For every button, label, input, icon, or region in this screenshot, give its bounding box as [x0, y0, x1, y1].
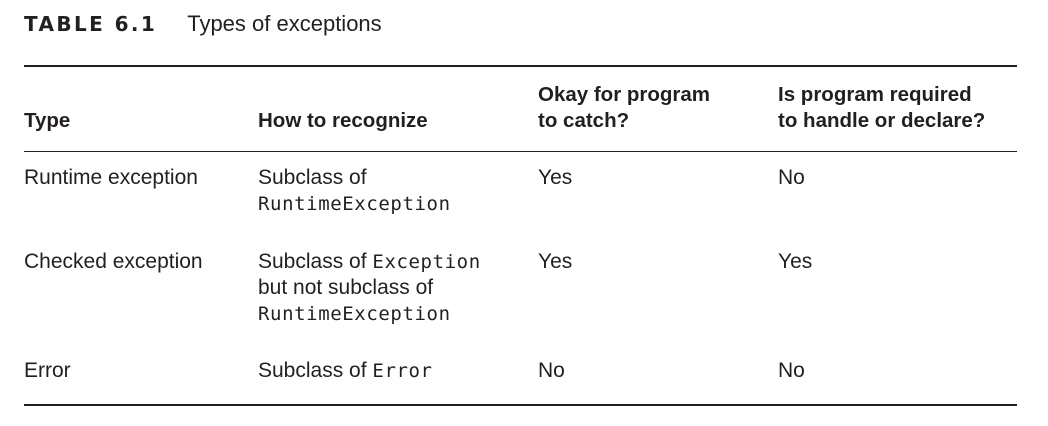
table-bottom-rule — [24, 404, 1017, 406]
table-title: Types of exceptions — [187, 11, 382, 36]
row-checked-recognize-text: Subclass of — [258, 250, 373, 273]
row-runtime-recognize-code: RuntimeException — [258, 193, 451, 215]
row-runtime-type: Runtime exception — [24, 166, 198, 189]
row-runtime-catch: Yes — [538, 166, 573, 189]
header-okay-to-catch-line2: to catch? — [538, 109, 630, 132]
header-required-line1: Is program required — [778, 83, 972, 106]
row-runtime-recognize-line1: Subclass of — [258, 166, 367, 189]
header-okay-to-catch-line1: Okay for program — [538, 83, 711, 106]
row-error-recognize-text: Subclass of — [258, 359, 373, 382]
table-number: TABLE 6.1 — [24, 12, 158, 36]
header-how-to-recognize: How to recognize — [258, 109, 428, 132]
row-checked-required: Yes — [778, 250, 813, 273]
row-error-recognize: Subclass of Error — [258, 358, 433, 384]
header-rule — [24, 151, 1017, 152]
row-checked-recognize-line2: but not subclass of — [258, 276, 434, 299]
row-checked-recognize-code2: RuntimeException — [258, 303, 451, 325]
row-checked-type: Checked exception — [24, 250, 203, 273]
header-type: Type — [24, 109, 71, 132]
header-required-to-handle: Is program required to handle or declare… — [778, 82, 985, 134]
row-checked-catch: Yes — [538, 250, 573, 273]
row-error-catch: No — [538, 359, 565, 382]
row-runtime-required: No — [778, 166, 805, 189]
header-okay-to-catch: Okay for program to catch? — [538, 82, 710, 134]
row-checked-recognize: Subclass of Exception but not subclass o… — [258, 249, 481, 327]
table-caption: TABLE 6.1 Types of exceptions — [24, 11, 382, 41]
row-error-recognize-code: Error — [372, 360, 433, 382]
row-error-type: Error — [24, 359, 71, 382]
row-runtime-recognize: Subclass of RuntimeException — [258, 165, 451, 217]
row-checked-recognize-code1: Exception — [372, 251, 481, 273]
table-top-rule — [24, 65, 1017, 67]
header-required-line2: to handle or declare? — [778, 109, 986, 132]
row-error-required: No — [778, 359, 805, 382]
row-checked-recognize-line1: Subclass of Exception — [258, 249, 481, 275]
